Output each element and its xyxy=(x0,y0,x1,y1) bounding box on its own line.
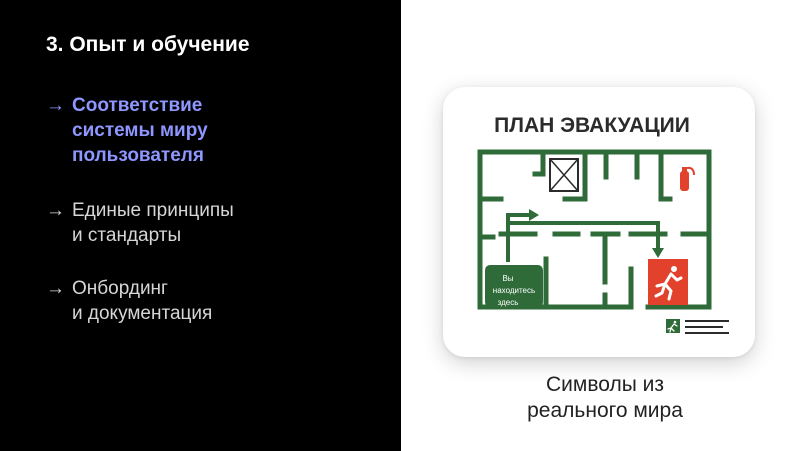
elevator-icon xyxy=(549,158,579,192)
topic-item-standards: → Единые принципы и стандарты xyxy=(46,198,234,248)
you-are-here-marker: Вы находитесь здесь xyxy=(485,265,543,307)
topic-label: Единые принципы и стандарты xyxy=(72,200,234,246)
topic-label: Онбординг и документация xyxy=(72,278,213,324)
section-title: 3. Опыт и обучение xyxy=(46,33,250,56)
plan-legend xyxy=(666,319,729,334)
caption-line: Символы из xyxy=(545,373,664,396)
topic-label: Соответствие системы миру пользователя xyxy=(72,95,208,166)
illustration-caption: Символы из реального мира xyxy=(500,372,710,424)
svg-text:находитесь: находитесь xyxy=(493,286,535,295)
fire-extinguisher-icon xyxy=(680,166,695,191)
caption-line: реального мира xyxy=(527,399,683,422)
plan-title: ПЛАН ЭВАКУАЦИИ xyxy=(494,114,690,137)
arrow-right-icon: → xyxy=(46,95,65,116)
svg-text:здесь: здесь xyxy=(498,298,519,307)
evacuation-route-arrow xyxy=(506,209,664,262)
emergency-exit-icon xyxy=(648,259,688,305)
svg-text:Вы: Вы xyxy=(502,274,513,283)
arrow-right-icon: → xyxy=(46,200,65,221)
arrow-right-icon: → xyxy=(46,278,65,299)
topic-item-real-world-match: → Соответствие системы миру пользователя xyxy=(46,93,208,168)
evacuation-plan-illustration: ПЛАН ЭВАКУАЦИИ xyxy=(477,114,729,334)
evacuation-plan-card: ПЛАН ЭВАКУАЦИИ xyxy=(443,87,755,357)
topic-item-onboarding: → Онбординг и документация xyxy=(46,276,212,326)
left-panel: 3. Опыт и обучение → Соответствие систем… xyxy=(0,0,401,451)
running-man-icon xyxy=(666,319,680,333)
